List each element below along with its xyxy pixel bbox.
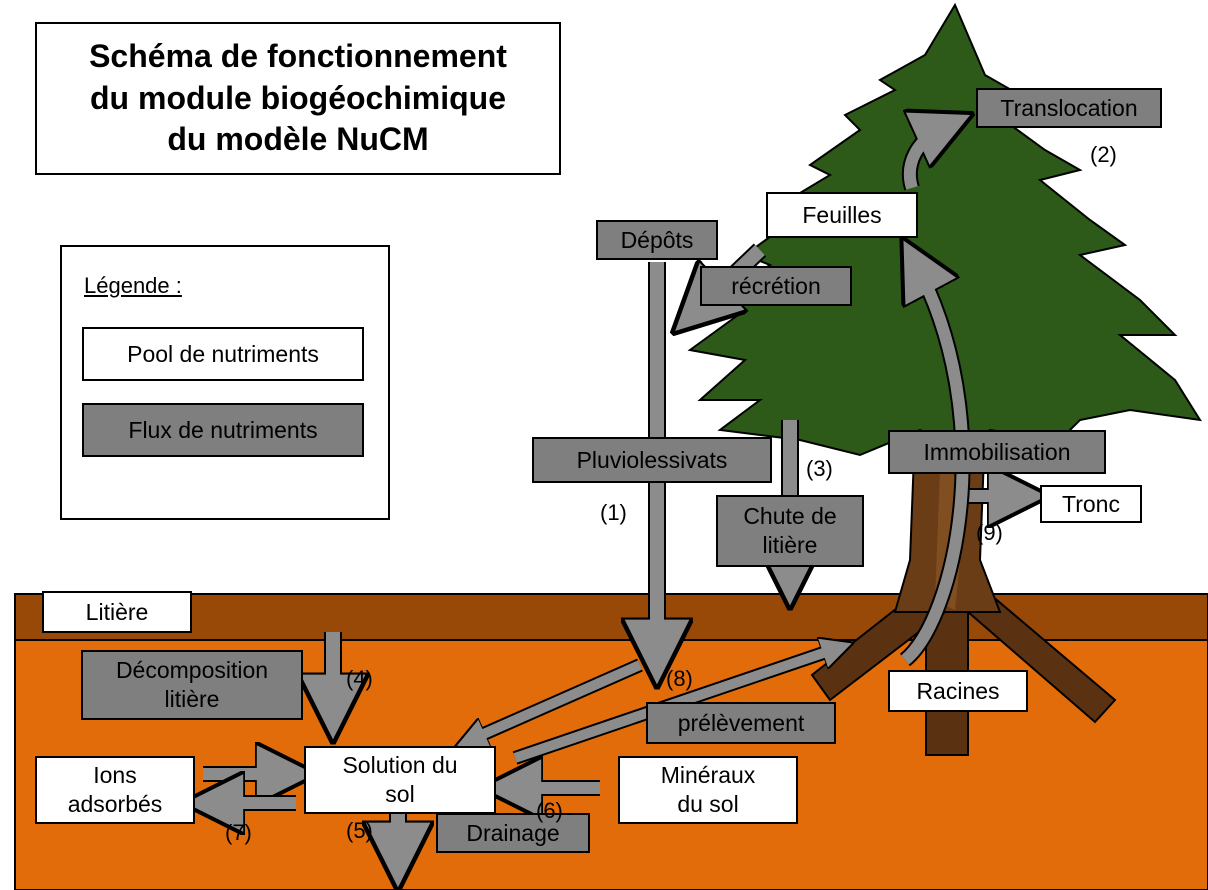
label-n9: (9) (976, 520, 1003, 545)
flux-chute-litiere: Chute de litière (716, 495, 864, 567)
flux-recretion: récrétion (700, 266, 852, 306)
label-n4: (4) (346, 666, 373, 691)
flux-immobilisation: Immobilisation (888, 430, 1106, 474)
flux-pluviolessivats: Pluviolessivats (532, 437, 772, 483)
label-n3: (3) (806, 456, 833, 481)
label-n2: (2) (1090, 142, 1117, 167)
label-n8: (8) (666, 666, 693, 691)
pool-mineraux-du-sol: Minéraux du sol (618, 756, 798, 824)
legend-flux-swatch: Flux de nutriments (82, 403, 364, 457)
label-n7: (7) (225, 820, 252, 845)
label-n5: (5) (346, 818, 373, 843)
legend-title: Légende : (84, 273, 182, 298)
pool-feuilles: Feuilles (766, 192, 918, 238)
diagram-title: Schéma de fonctionnement du module biogé… (35, 22, 561, 175)
pool-ions-adsorbes: Ions adsorbés (35, 756, 195, 824)
pool-litiere: Litière (42, 591, 192, 633)
label-n6: (6) (536, 798, 563, 823)
pool-racines: Racines (888, 670, 1028, 712)
flux-translocation: Translocation (976, 88, 1162, 128)
flux-decomposition-litiere: Décomposition litière (81, 650, 303, 720)
pool-solution-du-sol: Solution du sol (304, 746, 496, 814)
label-n1: (1) (600, 500, 627, 525)
legend-pool-swatch: Pool de nutriments (82, 327, 364, 381)
flux-prelevement: prélèvement (646, 702, 836, 744)
flux-depots: Dépôts (596, 220, 718, 260)
pool-tronc: Tronc (1040, 485, 1142, 523)
legend: Légende : Pool de nutriments Flux de nut… (60, 245, 390, 520)
flux-drainage: Drainage (436, 813, 590, 853)
